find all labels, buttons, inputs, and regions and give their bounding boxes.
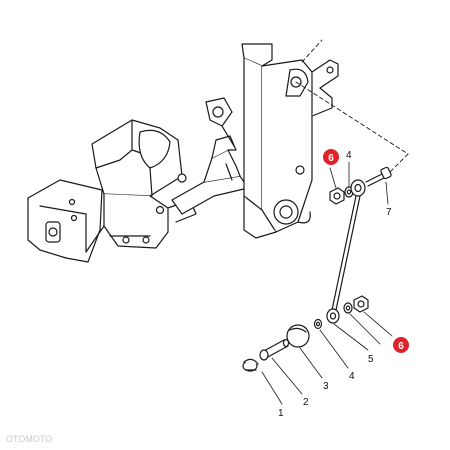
callout-6-lower: 6	[398, 341, 404, 352]
ball-joint	[286, 324, 310, 348]
callout-5: 5	[368, 354, 374, 365]
watermark-logo: OTOMOTO	[6, 434, 52, 444]
lower-nut	[353, 295, 369, 313]
bolt	[365, 166, 392, 187]
spring-clip	[242, 358, 259, 372]
callout-4-lower: 4	[349, 371, 355, 382]
mounting-plate	[241, 43, 339, 239]
leader-lines	[261, 161, 393, 405]
pivot-bracket	[171, 97, 249, 215]
lower-washer-right	[343, 302, 353, 314]
callout-6-upper: 6	[328, 153, 334, 164]
hitch-housing	[27, 119, 197, 263]
callout-3: 3	[323, 381, 329, 392]
callout-6-lower-badge: 6	[393, 337, 409, 353]
callout-7: 7	[386, 207, 392, 218]
callout-4-upper: 4	[346, 150, 352, 161]
callout-6-upper-badge: 6	[323, 149, 339, 165]
reference-lines	[295, 39, 409, 173]
upper-nut	[329, 187, 345, 205]
callout-1: 1	[278, 408, 284, 419]
pin	[259, 338, 290, 361]
callout-2: 2	[303, 397, 309, 408]
link-rod	[326, 179, 366, 324]
lower-washer-left	[313, 318, 323, 330]
